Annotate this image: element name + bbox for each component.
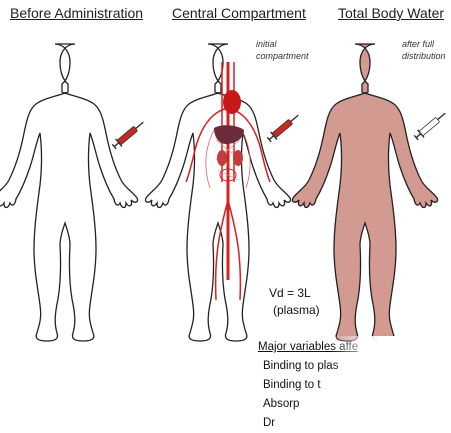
water-note-line2: distribution [402,50,446,62]
total-body-water-note: after full distribution [402,38,446,62]
title-before-administration: Before Administration [10,5,143,21]
figure-before-administration [0,44,147,341]
water-note-line1: after full [402,38,446,50]
vd-label: Vd = 3L (plasma) [269,285,320,319]
vd-line1: Vd = 3L [269,285,320,302]
central-note-line2: compartment [256,50,309,62]
text-fade-overlay [331,336,451,433]
syringe-icon-3 [413,109,449,141]
title-central-compartment: Central Compartment [172,5,306,21]
syringe-icon-2 [266,111,302,143]
central-note-line1: initial [256,38,309,50]
title-total-body-water: Total Body Water [338,5,444,21]
vd-line2: (plasma) [269,302,320,319]
syringe-icon-1 [111,118,147,150]
central-compartment-note: initial compartment [256,38,309,62]
